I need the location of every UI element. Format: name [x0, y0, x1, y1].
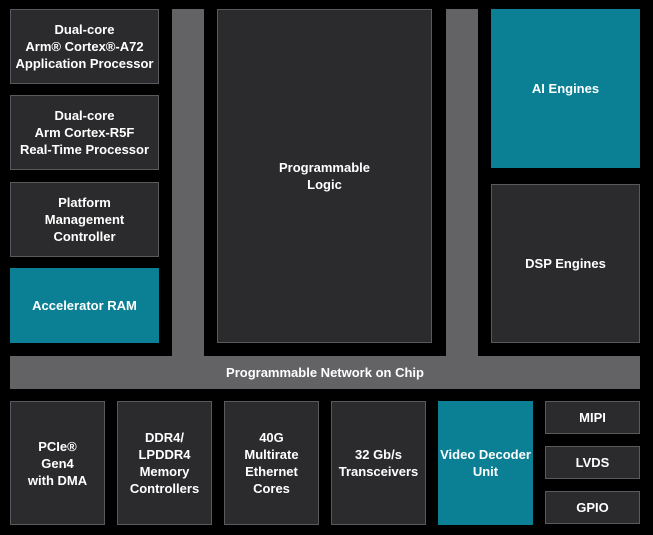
block-cortex-a72: Dual-core Arm® Cortex®-A72 Application P… [10, 9, 159, 84]
block-gpio: GPIO [545, 491, 640, 524]
block-video-decoder-unit: Video Decoder Unit [438, 401, 533, 525]
interconnect-right-column [446, 9, 478, 359]
block-pcie-gen4: PCIe® Gen4 with DMA [10, 401, 105, 525]
block-dsp-engines: DSP Engines [491, 184, 640, 343]
block-accelerator-ram: Accelerator RAM [10, 268, 159, 343]
block-mipi: MIPI [545, 401, 640, 434]
block-cortex-r5f: Dual-core Arm Cortex-R5F Real-Time Proce… [10, 95, 159, 170]
block-programmable-logic: Programmable Logic [217, 9, 432, 343]
block-ddr-memory-controllers: DDR4/ LPDDR4 Memory Controllers [117, 401, 212, 525]
interconnect-left-column [172, 9, 204, 359]
block-ethernet-cores: 40G Multirate Ethernet Cores [224, 401, 319, 525]
block-ai-engines: AI Engines [491, 9, 640, 168]
block-transceivers: 32 Gb/s Transceivers [331, 401, 426, 525]
network-on-chip-bar: Programmable Network on Chip [10, 356, 640, 389]
block-platform-management-controller: Platform Management Controller [10, 182, 159, 257]
block-lvds: LVDS [545, 446, 640, 479]
